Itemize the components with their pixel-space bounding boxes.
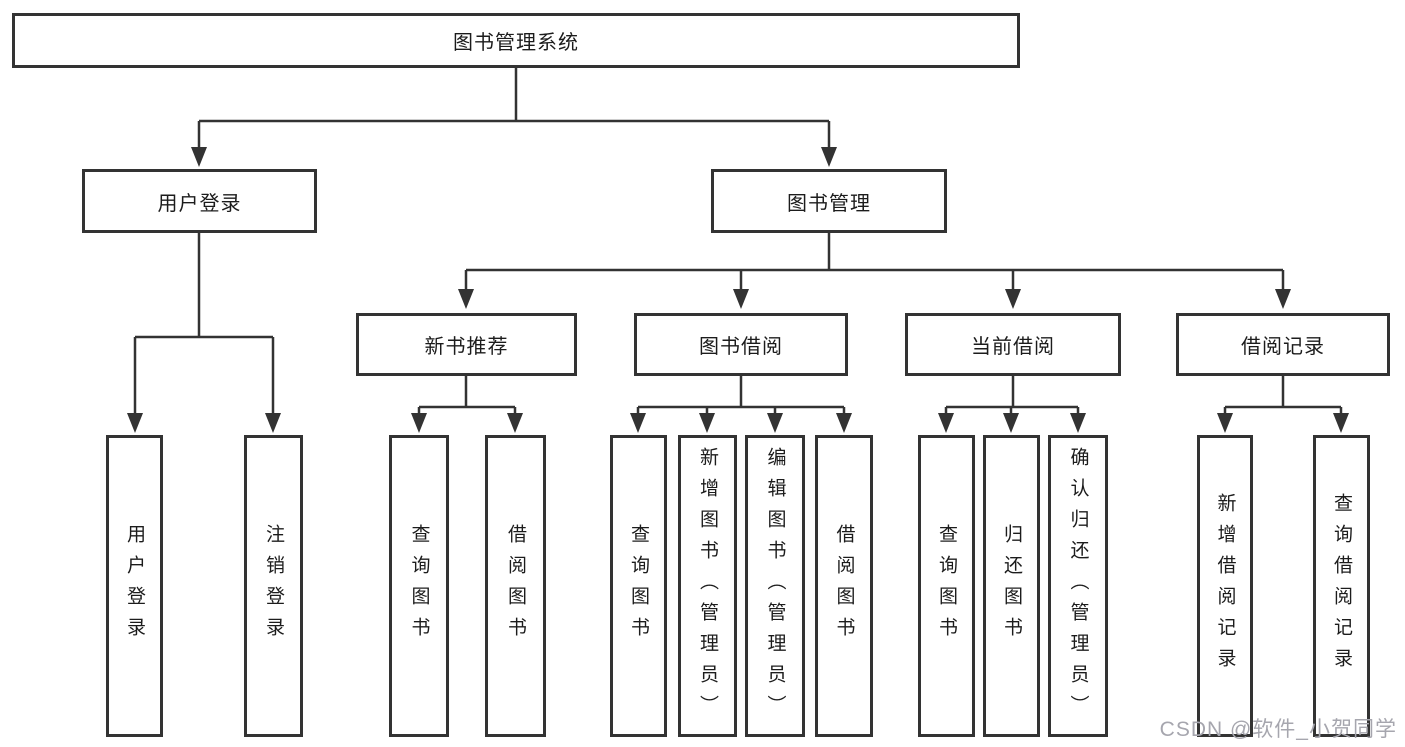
- leaf-label: 借阅图书: [833, 524, 855, 648]
- node-book-borrow: 图书借阅: [634, 313, 848, 376]
- leaf-label: 查询借阅记录: [1331, 493, 1352, 679]
- node-label: 用户登录: [157, 192, 242, 215]
- node-label: 当前借阅: [971, 336, 1055, 358]
- leaf-label: 查询图书: [936, 524, 957, 648]
- leaf-user-login: 用户登录: [106, 435, 163, 737]
- leaf-label: 用户登录: [124, 524, 145, 648]
- leaf-query-books-recommend: 查询图书: [389, 435, 449, 737]
- leaf-logout: 注销登录: [244, 435, 303, 737]
- leaf-borrow-books: 借阅图书: [815, 435, 873, 737]
- node-borrow-record: 借阅记录: [1176, 313, 1390, 376]
- leaf-confirm-return-admin: 确认归还（管理员）: [1048, 435, 1108, 737]
- leaf-edit-books-admin: 编辑图书（管理员）: [745, 435, 805, 737]
- leaf-label: 新增借阅记录: [1214, 493, 1236, 679]
- node-current-borrow: 当前借阅: [905, 313, 1121, 376]
- node-label: 图书管理系统: [453, 32, 579, 54]
- leaf-label: 查询图书: [628, 524, 649, 648]
- csdn-watermark: CSDN @软件_小贺同学: [1159, 718, 1397, 741]
- node-user-login: 用户登录: [82, 169, 317, 233]
- arrowheads: [127, 147, 1349, 433]
- node-label: 借阅记录: [1241, 336, 1325, 358]
- node-label: 图书管理: [787, 192, 871, 215]
- leaf-borrow-books-recommend: 借阅图书: [485, 435, 546, 737]
- leaf-query-books-current: 查询图书: [918, 435, 975, 737]
- leaf-label: 确认归还（管理员）: [1067, 446, 1089, 726]
- leaf-label: 查询图书: [408, 524, 430, 648]
- node-library-system-root: 图书管理系统: [12, 13, 1020, 68]
- leaf-query-borrow-record: 查询借阅记录: [1313, 435, 1370, 737]
- leaf-add-books-admin: 新增图书（管理员）: [678, 435, 737, 737]
- node-label: 新书推荐: [424, 336, 509, 358]
- leaf-label: 归还图书: [1001, 524, 1022, 648]
- leaf-add-borrow-record: 新增借阅记录: [1197, 435, 1253, 737]
- leaf-label: 注销登录: [263, 524, 284, 648]
- leaf-query-books-borrow: 查询图书: [610, 435, 667, 737]
- node-label: 图书借阅: [699, 336, 783, 358]
- leaf-label: 编辑图书（管理员）: [764, 446, 786, 726]
- node-new-book-recommend: 新书推荐: [356, 313, 577, 376]
- leaf-return-books: 归还图书: [983, 435, 1040, 737]
- leaf-label: 新增图书（管理员）: [697, 446, 718, 726]
- node-book-management: 图书管理: [711, 169, 947, 233]
- leaf-label: 借阅图书: [505, 524, 526, 648]
